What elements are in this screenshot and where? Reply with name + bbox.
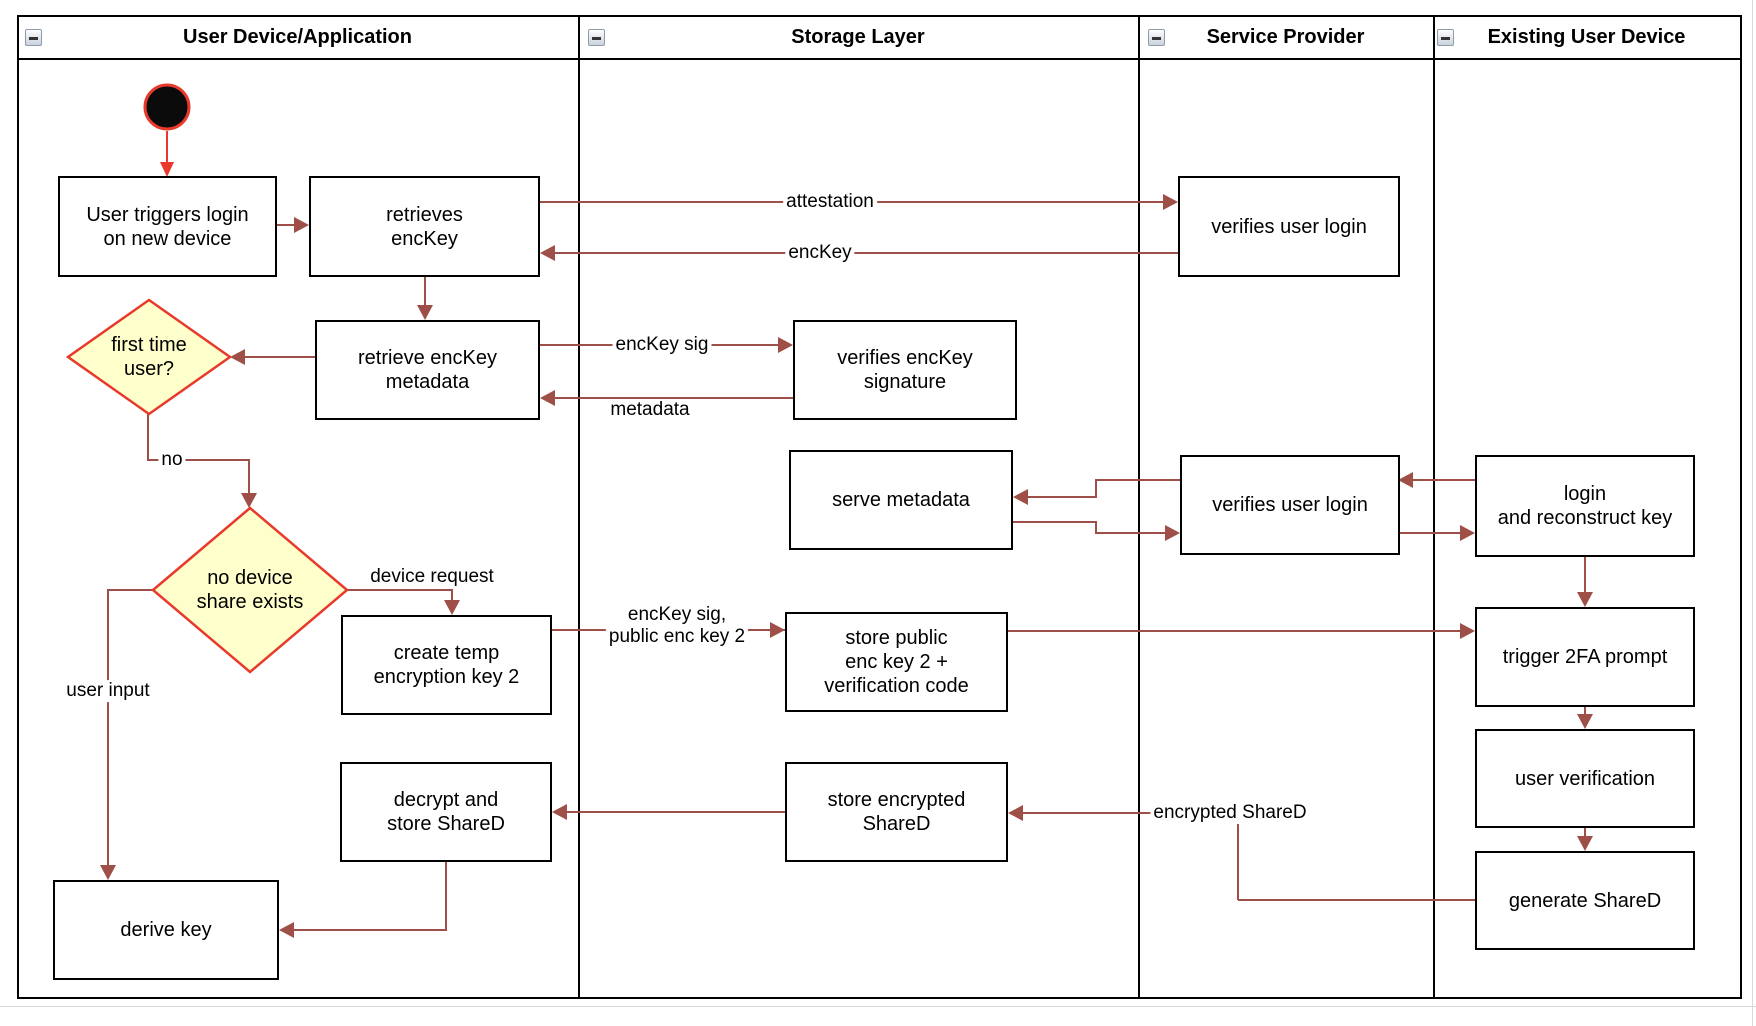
arrowhead xyxy=(1398,472,1413,488)
arrowhead xyxy=(1008,805,1023,821)
arrowhead xyxy=(1460,623,1475,639)
arrowhead xyxy=(778,337,793,353)
arrowhead xyxy=(100,865,116,880)
lane-header-separator xyxy=(17,58,1742,60)
arrowhead xyxy=(552,804,567,820)
arrowhead xyxy=(279,922,294,938)
lane-title-storage-layer: Storage Layer xyxy=(791,26,925,48)
page-edge xyxy=(1752,0,1753,1026)
node-generate-shared[interactable]: generate ShareD xyxy=(1475,851,1695,950)
lane-title-existing-user-device: Existing User Device xyxy=(1487,26,1686,48)
connector-segment xyxy=(147,459,250,461)
decision-no-device-share-exists[interactable] xyxy=(151,506,349,679)
arrowhead xyxy=(1577,592,1593,607)
arrowhead xyxy=(1163,194,1178,210)
edge-label-user-input: user input xyxy=(63,680,153,702)
connector-segment xyxy=(277,224,297,226)
arrowhead xyxy=(230,349,245,365)
lane-separator-1 xyxy=(578,15,580,999)
node-derive-key[interactable]: derive key xyxy=(53,880,279,980)
connector-segment xyxy=(554,252,1178,254)
edge-label-enckey: encKey xyxy=(785,242,855,264)
edge-label-enckey-sig-public-enc-key-2: encKey sig, public enc key 2 xyxy=(605,604,749,648)
edge-label-metadata: metadata xyxy=(607,399,693,421)
collapse-minus-icon[interactable] xyxy=(1437,29,1454,46)
connector-segment xyxy=(107,589,109,866)
arrowhead xyxy=(1013,489,1028,505)
node-decrypt-and-store-shared[interactable]: decrypt and store ShareD xyxy=(340,762,552,862)
connector-segment xyxy=(1237,812,1239,900)
decision-no-device-share-exists-label: no device share exists xyxy=(196,567,304,613)
lane-separator-3 xyxy=(1433,15,1435,999)
connector-segment xyxy=(293,929,446,931)
connector-segment xyxy=(244,356,315,358)
collapse-minus-icon[interactable] xyxy=(1148,29,1165,46)
node-retrieve-enckey-metadata[interactable]: retrieve encKey metadata xyxy=(315,320,540,420)
arrowhead xyxy=(540,390,555,406)
arrowhead xyxy=(770,622,785,638)
connector-segment xyxy=(451,589,453,602)
arrowhead xyxy=(444,600,460,615)
node-verifies-user-login-1[interactable]: verifies user login xyxy=(1178,176,1400,277)
connector-segment xyxy=(347,589,452,591)
arrowhead xyxy=(1165,525,1180,541)
connector-segment xyxy=(1013,521,1096,523)
connector-segment xyxy=(1008,630,1461,632)
node-verifies-user-login-2[interactable]: verifies user login xyxy=(1180,455,1400,555)
node-retrieves-enckey[interactable]: retrieves encKey xyxy=(309,176,540,277)
connector-segment xyxy=(1022,812,1238,814)
arrowhead xyxy=(540,245,555,261)
arrowhead xyxy=(1460,525,1475,541)
edge-label-device-request: device request xyxy=(367,566,497,588)
node-verifies-enckey-signature[interactable]: verifies encKey signature xyxy=(793,320,1017,420)
node-store-public-enc-key-2[interactable]: store public enc key 2 + verification co… xyxy=(785,612,1008,712)
connector-segment xyxy=(1095,521,1097,534)
connector-segment xyxy=(147,413,149,461)
connector-segment xyxy=(166,131,168,163)
connector-segment xyxy=(107,589,153,591)
arrowhead xyxy=(1577,836,1593,851)
node-create-temp-encryption-key-2[interactable]: create temp encryption key 2 xyxy=(341,615,552,715)
node-user-verification[interactable]: user verification xyxy=(1475,729,1695,828)
arrowhead xyxy=(1577,714,1593,729)
edge-label-encrypted-shared: encrypted ShareD xyxy=(1150,802,1310,824)
connector-segment xyxy=(566,811,785,813)
decision-first-time-user-label: first time user? xyxy=(111,334,187,380)
node-login-and-reconstruct-key[interactable]: login and reconstruct key xyxy=(1475,455,1695,557)
lane-separator-2 xyxy=(1138,15,1140,999)
connector-segment xyxy=(248,459,250,495)
edge-label-no: no xyxy=(158,449,186,471)
arrowhead xyxy=(417,305,433,320)
decision-first-time-user[interactable] xyxy=(65,298,233,421)
arrowhead xyxy=(241,493,257,508)
connector-segment xyxy=(424,277,426,307)
lane-title-user-device-application: User Device/Application xyxy=(183,26,412,48)
page-edge xyxy=(0,1006,1756,1007)
connector-segment xyxy=(1238,899,1475,901)
connector-segment xyxy=(445,862,447,931)
node-serve-metadata[interactable]: serve metadata xyxy=(789,450,1013,550)
connector-segment xyxy=(1096,479,1180,481)
node-store-encrypted-shared[interactable]: store encrypted ShareD xyxy=(785,762,1008,862)
connector-segment xyxy=(1096,532,1166,534)
connector-segment xyxy=(1400,532,1461,534)
lane-title-service-provider: Service Provider xyxy=(1206,26,1365,48)
connector-segment xyxy=(1026,496,1096,498)
connector-segment xyxy=(1584,557,1586,595)
connector-segment xyxy=(1584,828,1586,838)
arrowhead xyxy=(160,162,174,177)
connector-segment xyxy=(554,397,793,399)
collapse-minus-icon[interactable] xyxy=(25,29,42,46)
connector-segment xyxy=(1413,479,1475,481)
node-trigger-2fa-prompt[interactable]: trigger 2FA prompt xyxy=(1475,607,1695,707)
connector-segment xyxy=(1584,707,1586,716)
start-state-icon[interactable] xyxy=(141,81,193,133)
edge-label-enckey-sig: encKey sig xyxy=(612,334,712,356)
arrowhead xyxy=(294,217,309,233)
edge-label-attestation: attestation xyxy=(783,191,877,213)
collapse-minus-icon[interactable] xyxy=(588,29,605,46)
node-user-triggers-login[interactable]: User triggers login on new device xyxy=(58,176,277,277)
connector-segment xyxy=(1095,479,1097,498)
